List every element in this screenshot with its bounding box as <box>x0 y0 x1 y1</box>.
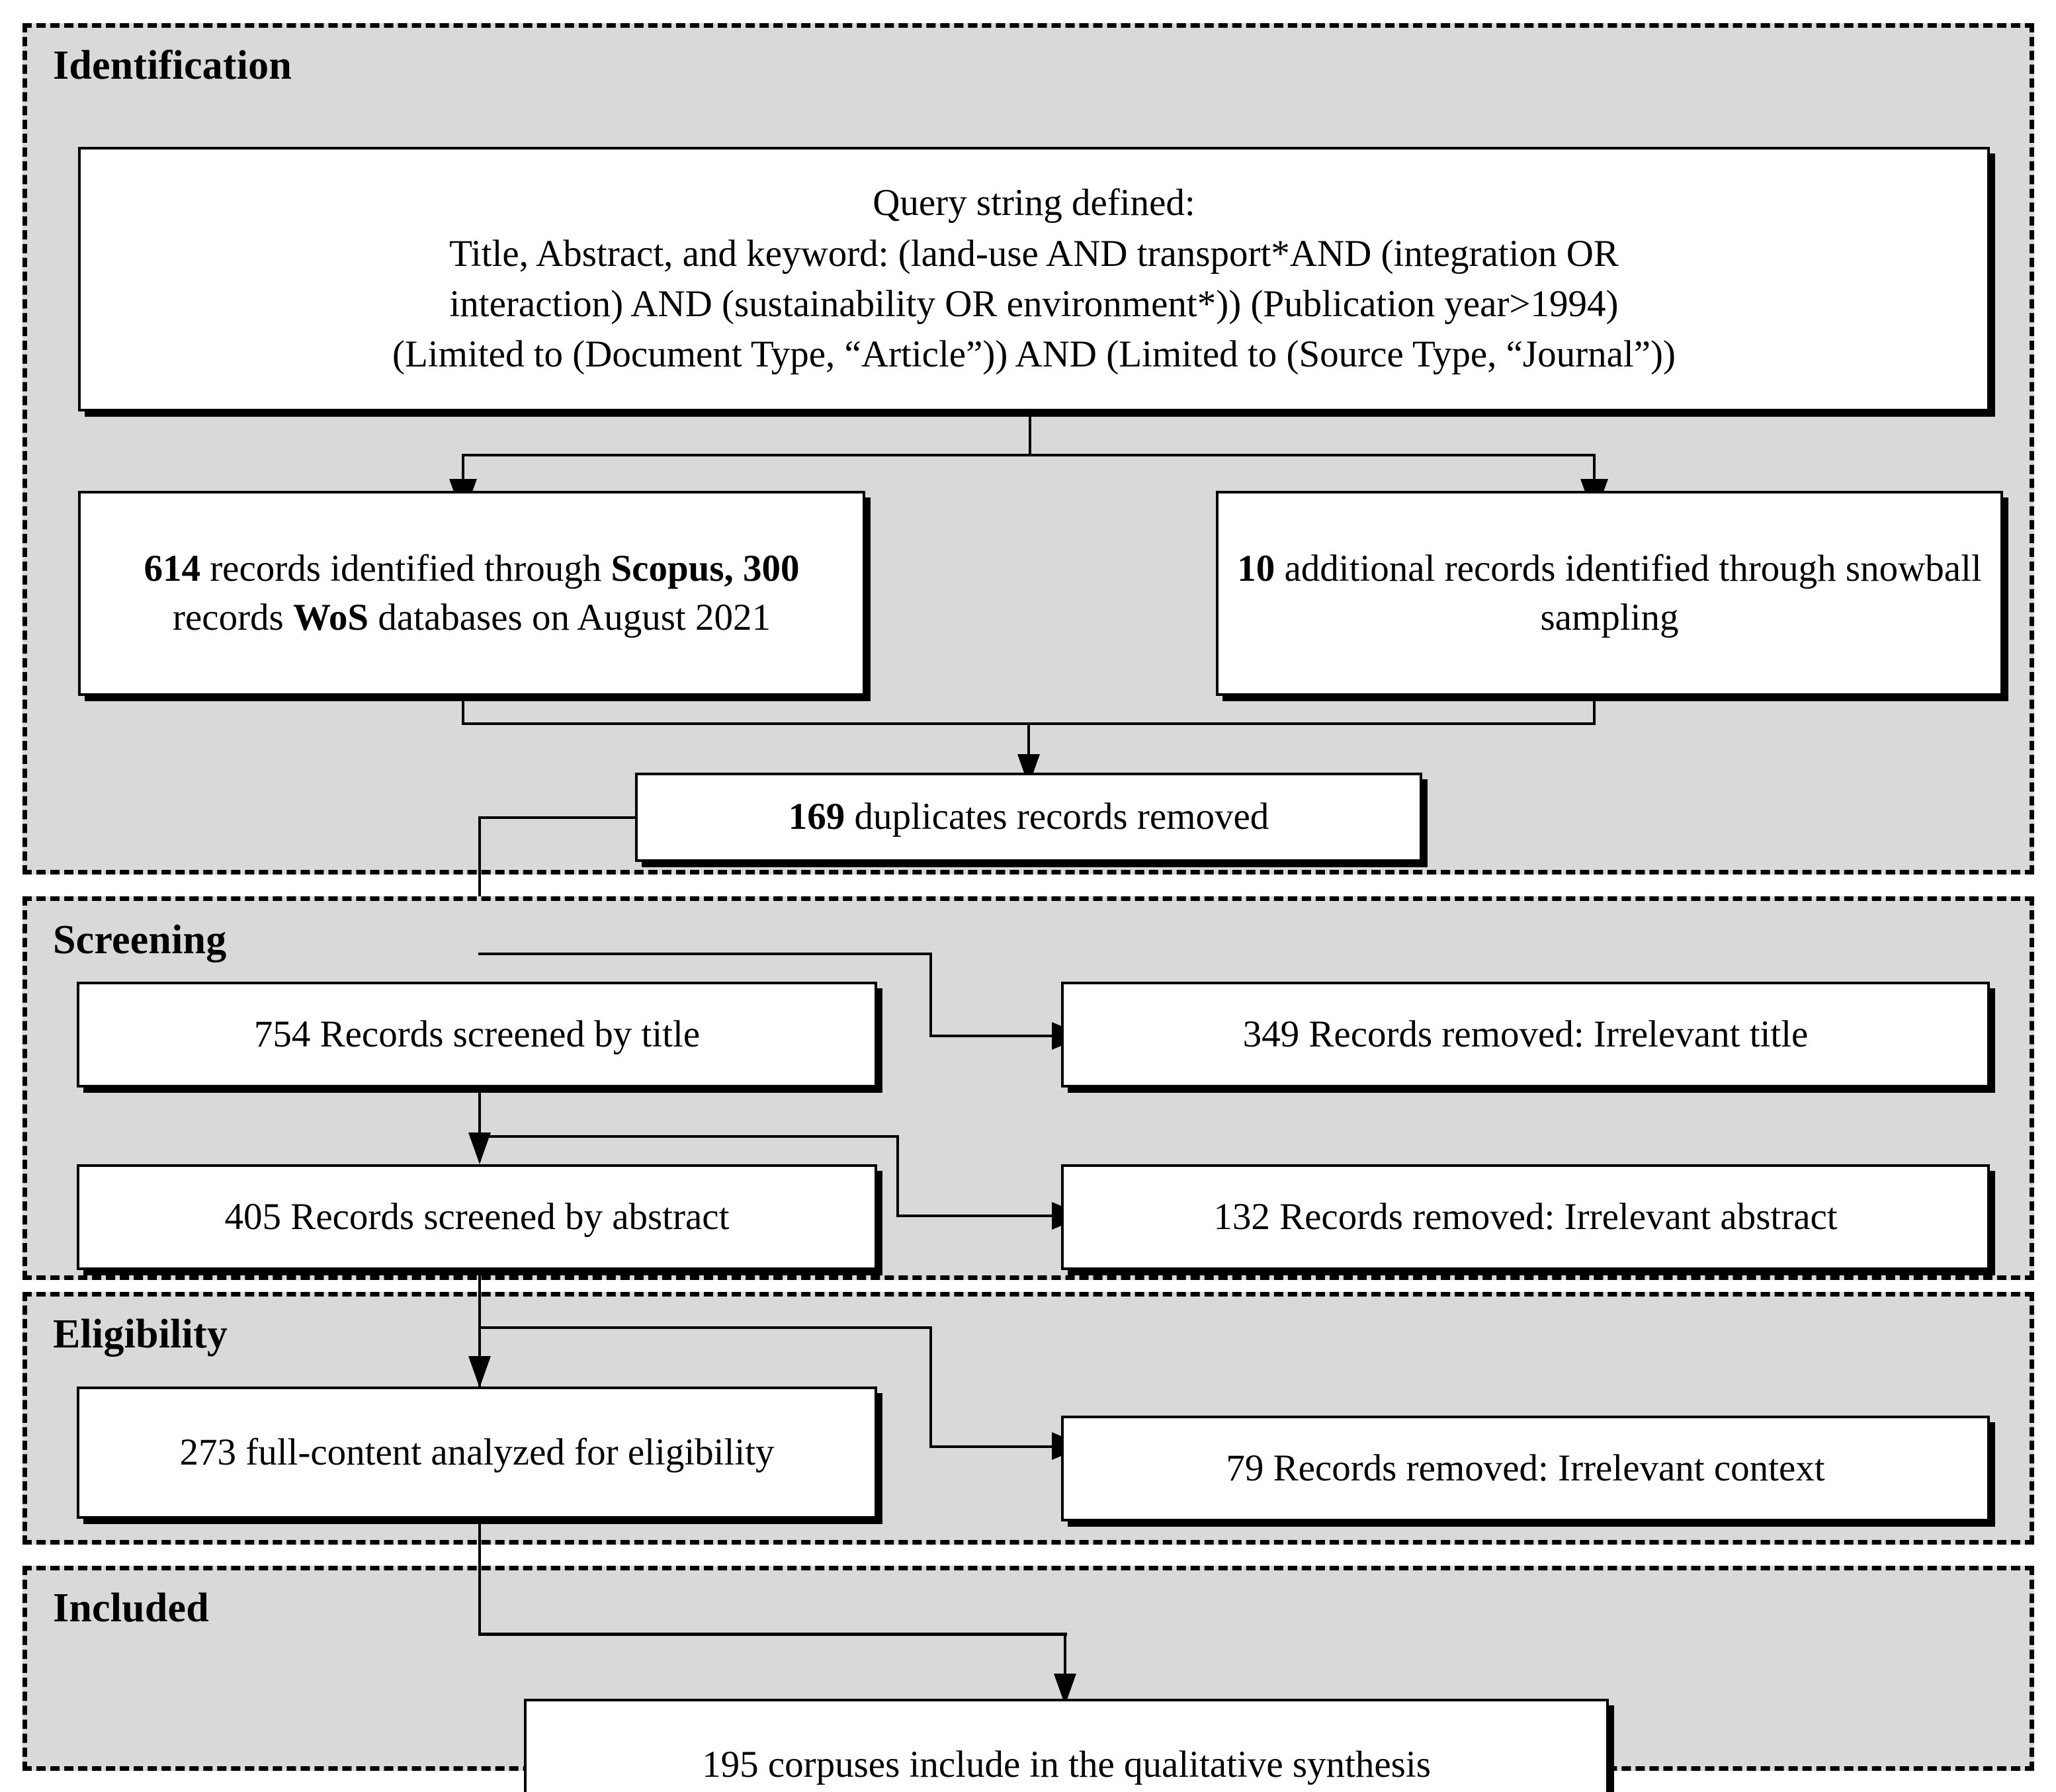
removed-irrelevant-context-box: 79 Records removed: Irrelevant context <box>1061 1416 1990 1521</box>
removed-irrelevant-abstract-text: 132 Records removed: Irrelevant abstract <box>1213 1195 1838 1238</box>
connector-abstract-branch-top <box>478 1135 899 1138</box>
duplicates-removed-box: 169 duplicates records removed <box>635 773 1422 862</box>
section-label-eligibility: Eligibility <box>53 1312 228 1357</box>
screened-by-abstract-text: 405 Records screened by abstract <box>224 1195 730 1238</box>
duplicates-removed-text: 169 duplicates records removed <box>650 792 1408 841</box>
wos-label: WoS <box>293 597 369 638</box>
screened-by-title-box: 754 Records screened by title <box>77 982 877 1088</box>
connector-duplicates-out-horizontal <box>478 816 637 819</box>
connector-abstract-branch-vertical <box>896 1135 899 1217</box>
databases-text-b: records <box>173 597 293 638</box>
connector-query-right-drop <box>1593 454 1596 486</box>
connector-eligibility-branch-arm <box>929 1445 1054 1448</box>
connector-title-branch-top <box>478 953 932 955</box>
connector-merge-center-drop <box>1027 722 1030 763</box>
section-label-screening: Screening <box>53 917 227 962</box>
connector-title-branch-arm <box>929 1035 1054 1037</box>
connector-merge-right-stem <box>1593 696 1596 725</box>
scopus-wos-counts: Scopus, 300 <box>611 547 800 589</box>
connector-included-drop <box>1064 1633 1066 1696</box>
included-in-synthesis-text: 195 corpuses include in the qualitative … <box>702 1743 1431 1785</box>
connector-abstract-branch-arm <box>896 1215 1054 1217</box>
section-label-included: Included <box>53 1586 209 1631</box>
records-identified-databases-box: 614 records identified through Scopus, 3… <box>78 491 865 696</box>
connector-eligibility-branch-top <box>478 1326 932 1329</box>
databases-text-c: databases on August 2021 <box>368 597 771 638</box>
connector-merge-left-stem <box>462 696 464 725</box>
screened-by-abstract-box: 405 Records screened by abstract <box>77 1164 877 1270</box>
arrowhead-to-full-content-box <box>468 1356 491 1388</box>
query-line-2: Title, Abstract, and keyword: (land-use … <box>449 232 1619 275</box>
section-label-identification: Identification <box>53 43 292 88</box>
connector-title-to-abstract <box>478 1088 481 1162</box>
removed-irrelevant-abstract-box: 132 Records removed: Irrelevant abstract <box>1061 1164 1990 1270</box>
snowball-text: additional records identified through sn… <box>1275 547 1982 638</box>
full-content-analyzed-text: 273 full-content analyzed for eligibilit… <box>179 1431 775 1473</box>
databases-text-a: records identified through <box>200 547 611 589</box>
removed-irrelevant-context-text: 79 Records removed: Irrelevant context <box>1226 1447 1825 1489</box>
full-content-analyzed-box: 273 full-content analyzed for eligibilit… <box>77 1387 877 1519</box>
removed-irrelevant-title-text: 349 Records removed: Irrelevant title <box>1242 1013 1809 1055</box>
connector-query-left-drop <box>462 454 464 486</box>
snowball-count: 10 <box>1237 547 1275 589</box>
duplicates-count: 169 <box>788 796 845 838</box>
screened-by-title-text: 754 Records screened by title <box>253 1013 701 1055</box>
query-line-4: (Limited to (Document Type, “Article”)) … <box>392 333 1676 376</box>
included-in-synthesis-box: 195 corpuses include in the qualitative … <box>524 1699 1609 1792</box>
records-identified-snowball-text: 10 additional records identified through… <box>1230 544 1989 642</box>
connector-eligibility-to-included-horizontal <box>478 1633 1067 1636</box>
connector-title-branch-vertical <box>929 953 932 1037</box>
scopus-count: 614 <box>144 547 200 589</box>
removed-irrelevant-title-box: 349 Records removed: Irrelevant title <box>1061 982 1990 1088</box>
arrowhead-to-screened-abstract-box <box>468 1132 491 1164</box>
connector-eligibility-to-included-vertical <box>478 1519 481 1635</box>
connector-query-stem <box>1029 414 1031 455</box>
query-line-1: Query string defined: <box>873 182 1195 224</box>
records-identified-snowball-box: 10 additional records identified through… <box>1216 491 2003 696</box>
connector-eligibility-branch-vertical <box>929 1326 932 1448</box>
connector-query-crossbar <box>462 454 1596 456</box>
duplicates-text: duplicates records removed <box>845 796 1269 838</box>
query-line-3: interaction) AND (sustainability OR envi… <box>449 283 1619 325</box>
records-identified-databases-text: 614 records identified through Scopus, 3… <box>93 544 851 642</box>
query-string-box: Query string defined: Title, Abstract, a… <box>78 147 1990 411</box>
